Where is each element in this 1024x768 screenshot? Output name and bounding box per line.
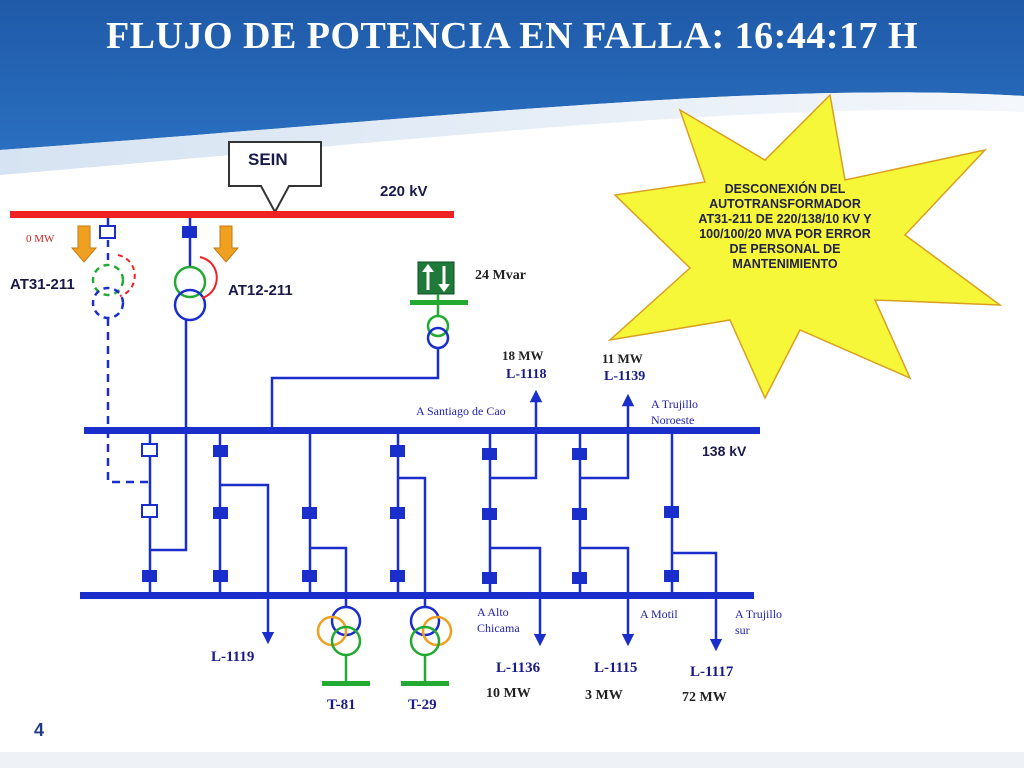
bay5-breaker-c	[482, 572, 497, 584]
at12-flow-arrow	[212, 225, 240, 263]
sein-source-box	[228, 141, 322, 215]
callout-line-5: DE PERSONAL DE	[729, 242, 841, 256]
l1115-flow: 3 MW	[585, 688, 623, 703]
bay2-breaker-b	[213, 507, 228, 519]
bay4-breaker-a	[390, 445, 405, 457]
bus-138kv-a	[84, 427, 760, 434]
t81-feeder	[310, 546, 348, 607]
at12-lv-lead	[150, 320, 188, 552]
callout-line-3: AT31-211 DE 220/138/10 KV Y	[698, 212, 872, 226]
l1117-feeder	[672, 551, 723, 652]
alto-chicama-label-1: A Alto	[477, 605, 509, 619]
compensator-arrow-down-head	[438, 284, 450, 292]
compensator-box	[417, 261, 455, 295]
trujillo-sur-label-2: sur	[735, 623, 750, 637]
bus-220kv	[10, 211, 454, 218]
bay7-breaker-a	[664, 506, 679, 518]
callout-line-6: MANTENIMIENTO	[732, 257, 838, 271]
bay4-breaker-b	[390, 507, 405, 519]
bus-220kv-label: 220 kV	[380, 183, 428, 200]
page-number: 4	[34, 720, 45, 740]
callout-line-1: DESCONEXIÓN DEL	[724, 182, 846, 196]
bay6-breaker-a	[572, 448, 587, 460]
trujillo-noroeste-label-1: A Trujillo	[651, 397, 699, 411]
bay1-breaker-c	[142, 570, 157, 582]
l1117-flow: 72 MW	[682, 690, 727, 705]
bus-138kv-b	[80, 592, 754, 599]
compensator-bus	[410, 300, 468, 305]
at31-dash-2	[106, 318, 150, 484]
l1115-feeder	[580, 546, 635, 647]
failure-callout-star	[607, 93, 1003, 400]
compensator-feeder	[270, 348, 440, 430]
at31-flow-arrow	[70, 225, 98, 263]
l1139-label: L-1139	[604, 369, 646, 384]
at31-winding-lv	[91, 286, 125, 320]
sein-label: SEIN	[248, 150, 288, 169]
l1136-label: L-1136	[496, 660, 541, 676]
santiago-label: A Santiago de Cao	[416, 404, 506, 418]
bay2-breaker-a	[213, 445, 228, 457]
l1115-label: L-1115	[594, 660, 638, 676]
bay1-breaker-a-open	[141, 443, 158, 457]
bus-138kv-label: 138 kV	[702, 443, 747, 459]
callout-line-2: AUTOTRANSFORMADOR	[709, 197, 861, 211]
bay5-breaker-a	[482, 448, 497, 460]
compensator-arrow-up-head	[422, 264, 434, 272]
compensator-tr-winding-2	[426, 326, 450, 350]
t29-winding-tertiary	[421, 615, 453, 647]
callout-line-4: 100/100/20 MVA POR ERROR	[699, 227, 871, 241]
at12-label: AT12-211	[228, 282, 293, 299]
at12-winding-lv	[173, 288, 207, 322]
compensator-tr-winding-1	[426, 314, 450, 338]
l1118-label: L-1118	[506, 367, 547, 382]
l1117-label: L-1117	[690, 664, 734, 680]
at31-winding-hv	[91, 263, 125, 297]
alto-chicama-label-2: Chicama	[477, 621, 520, 635]
at12-hv-breaker	[182, 226, 197, 238]
t81-lv-bus	[322, 681, 370, 686]
at31-label: AT31-211	[10, 276, 75, 293]
l1119-feeder	[220, 483, 275, 645]
trujillo-sur-label-1: A Trujillo	[735, 607, 783, 621]
t29-feeder	[398, 476, 427, 607]
l1119-label: L-1119	[211, 649, 255, 665]
l1139-flow: 11 MW	[602, 351, 643, 366]
t29-lv-bus	[401, 681, 449, 686]
bay3-breaker-a	[302, 507, 317, 519]
bay2-breaker-c	[213, 570, 228, 582]
page-title: FLUJO DE POTENCIA EN FALLA: 16:44:17 H	[105, 15, 919, 57]
at31-hv-breaker-open	[99, 225, 116, 239]
failure-callout-text: DESCONEXIÓN DEL AUTOTRANSFORMADOR AT31-2…	[660, 182, 910, 272]
l1118-feeder	[490, 389, 543, 480]
l1118-flow: 18 MW	[502, 348, 544, 363]
bay4-breaker-c	[390, 570, 405, 582]
at31-flow-label: 0 MW	[26, 233, 55, 245]
trujillo-noroeste-label-2: Noroeste	[651, 413, 695, 427]
l1136-flow: 10 MW	[486, 686, 531, 701]
l1136-feeder	[490, 546, 547, 647]
bay1-breaker-b-open	[141, 504, 158, 518]
bay7-breaker-b	[664, 570, 679, 582]
l1139-feeder	[580, 393, 635, 480]
t29-winding-lv	[409, 625, 441, 657]
at12-winding-hv	[173, 265, 207, 299]
t81-label: T-81	[327, 697, 356, 713]
motil-label: A Motil	[640, 607, 678, 621]
bay6-breaker-b	[572, 508, 587, 520]
at12-tertiary	[199, 256, 218, 299]
t29-winding-hv	[409, 605, 441, 637]
bay3-breaker-b	[302, 570, 317, 582]
bay5-breaker-b	[482, 508, 497, 520]
at31-tertiary	[117, 254, 136, 297]
compensator-label: 24 Mvar	[475, 268, 526, 283]
t29-label: T-29	[408, 697, 437, 713]
bay6-breaker-c	[572, 572, 587, 584]
